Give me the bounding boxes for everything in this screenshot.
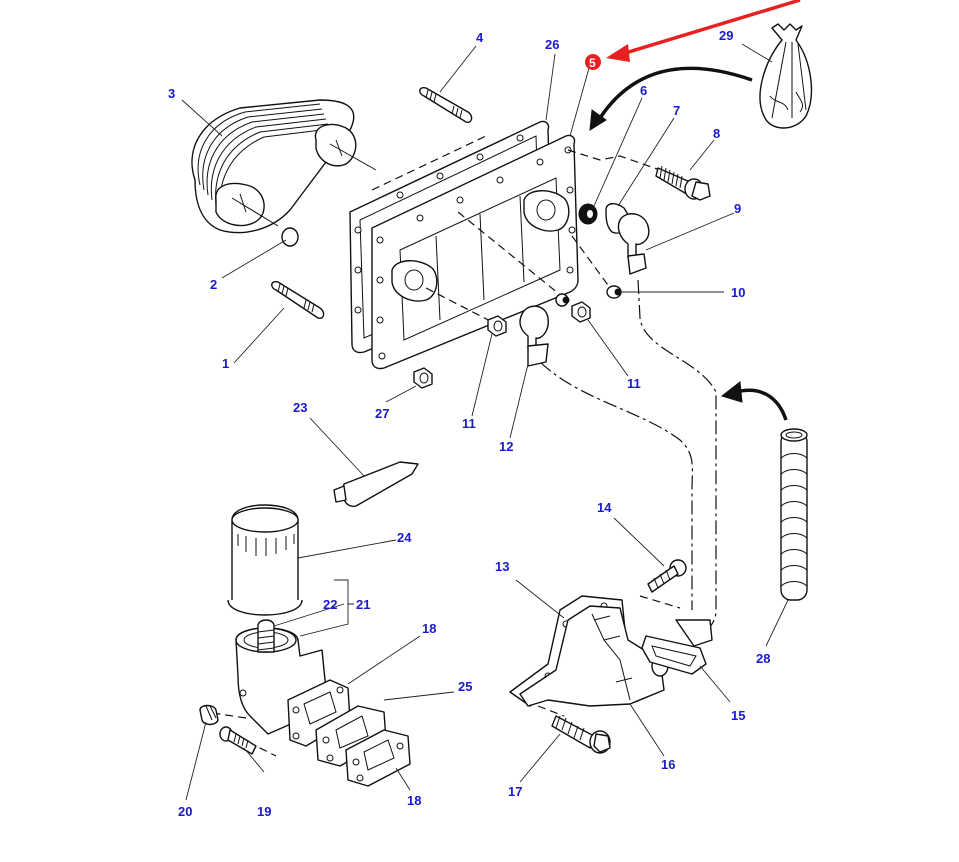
- callout-12[interactable]: 12: [499, 439, 513, 454]
- part-28-hose[interactable]: [780, 428, 808, 601]
- highlight-arrow: [606, 0, 801, 62]
- callout-16[interactable]: 16: [661, 757, 675, 772]
- part-3-oil-cooler[interactable]: [191, 99, 377, 234]
- part-5-cover-plate[interactable]: [371, 134, 579, 370]
- part-23-sealant-tube[interactable]: [333, 461, 419, 507]
- part-14-bolt[interactable]: [647, 559, 687, 593]
- part-8-flange-bolt[interactable]: [655, 165, 711, 201]
- callout-18-lower[interactable]: 18: [407, 793, 421, 808]
- part-17-flange-bolt[interactable]: [551, 715, 611, 754]
- part-4-stud[interactable]: [419, 86, 473, 124]
- part-25-spacer-plate[interactable]: [315, 705, 387, 767]
- callout-10[interactable]: 10: [731, 285, 745, 300]
- callout-29[interactable]: 29: [719, 28, 733, 43]
- part-2-o-ring[interactable]: [281, 227, 299, 247]
- part-24-oil-filter[interactable]: [227, 504, 303, 616]
- part-19-bolt[interactable]: [219, 726, 257, 755]
- callout-1[interactable]: 1: [222, 356, 229, 371]
- part-6-seal-washer[interactable]: [578, 203, 598, 225]
- callout-11-left[interactable]: 11: [462, 416, 476, 431]
- callout-6[interactable]: 6: [640, 83, 647, 98]
- part-10-spacer[interactable]: [606, 285, 622, 299]
- callout-25[interactable]: 25: [458, 679, 472, 694]
- callout-20[interactable]: 20: [178, 804, 192, 819]
- part-11-nut-left[interactable]: [487, 315, 507, 337]
- part-11-spacer[interactable]: [555, 293, 570, 307]
- part-22-threaded-adaptor[interactable]: [257, 619, 275, 653]
- callout-19[interactable]: 19: [257, 804, 271, 819]
- svg-text:5: 5: [589, 56, 596, 70]
- part-11-nut-right[interactable]: [571, 301, 591, 323]
- callout-23[interactable]: 23: [293, 400, 307, 415]
- direction-arrow-bag: [589, 66, 753, 131]
- callout-24[interactable]: 24: [397, 530, 412, 545]
- part-21-filter-head[interactable]: [235, 627, 327, 735]
- part-9-elbow[interactable]: [617, 213, 650, 275]
- part-15-gasket[interactable]: [641, 619, 713, 675]
- callout-8[interactable]: 8: [713, 126, 720, 141]
- part-20-plug[interactable]: [199, 704, 219, 726]
- callout-11-right[interactable]: 11: [627, 376, 641, 391]
- part-18-gasket-upper[interactable]: [287, 679, 351, 747]
- callout-22[interactable]: 22: [323, 597, 337, 612]
- callout-2[interactable]: 2: [210, 277, 217, 292]
- callout-3[interactable]: 3: [168, 86, 175, 101]
- callout-28[interactable]: 28: [756, 651, 770, 666]
- callout-26[interactable]: 26: [545, 37, 559, 52]
- callout-15[interactable]: 15: [731, 708, 745, 723]
- part-12-elbow[interactable]: [519, 305, 549, 367]
- leader-lines: [181, 43, 789, 801]
- callout-14[interactable]: 14: [597, 500, 612, 515]
- direction-arrow-hose: [720, 381, 788, 421]
- callout-labels: 1 2 3 4 5 6 7 8 9 10 11 11 12 13 14 15 1…: [168, 28, 770, 819]
- part-27-nut[interactable]: [413, 367, 433, 389]
- callout-9[interactable]: 9: [734, 201, 741, 216]
- callout-13[interactable]: 13: [495, 559, 509, 574]
- callout-21[interactable]: 21: [356, 597, 370, 612]
- part-18-gasket-lower[interactable]: [345, 729, 411, 787]
- callout-5-highlighted[interactable]: 5: [585, 54, 601, 70]
- callout-18-upper[interactable]: 18: [422, 621, 436, 636]
- callout-4[interactable]: 4: [476, 30, 484, 45]
- part-29-parts-bag[interactable]: [759, 23, 813, 129]
- callout-17[interactable]: 17: [508, 784, 522, 799]
- callout-27[interactable]: 27: [375, 406, 389, 421]
- bracket-21: [299, 579, 354, 637]
- part-1-stud[interactable]: [271, 280, 325, 320]
- callout-7[interactable]: 7: [673, 103, 680, 118]
